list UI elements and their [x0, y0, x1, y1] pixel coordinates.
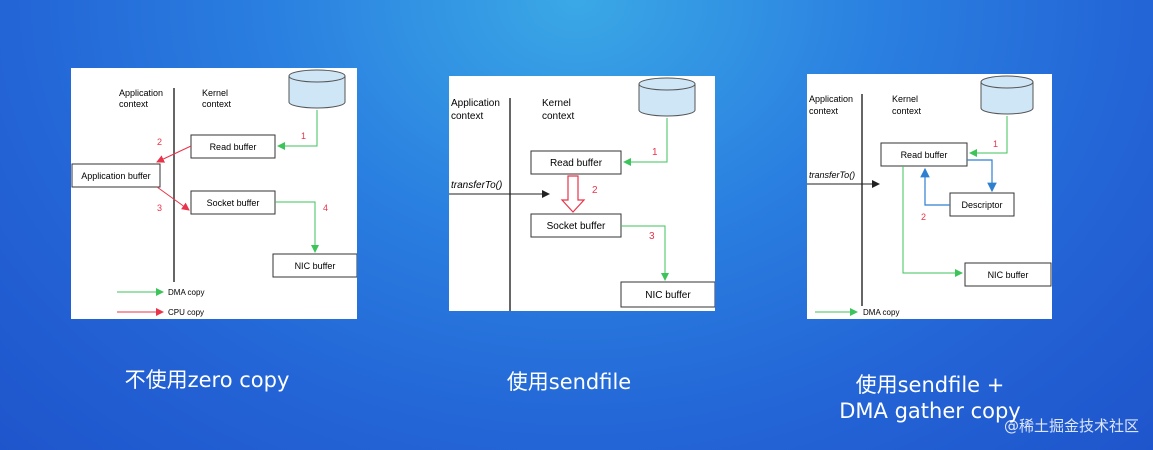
socket-buffer-label: Socket buffer: [207, 198, 260, 208]
diagram-no-zero-copy: Application context Kernel context Read …: [71, 68, 357, 319]
read-buffer-label: Read buffer: [901, 150, 948, 160]
gather-arrow: [920, 167, 950, 206]
descriptor-label: Descriptor: [961, 200, 1002, 210]
app-context-label: Application: [119, 88, 163, 98]
cpu-arrow: [156, 145, 192, 163]
nic-buffer-label: NIC buffer: [295, 261, 336, 271]
nic-buffer-box: [964, 262, 1052, 287]
app-context-label: context: [451, 111, 483, 122]
dma-arrow: [623, 118, 668, 166]
transferto-call-label: transferTo(): [451, 180, 502, 191]
application-buffer-label: Application buffer: [81, 171, 150, 181]
socket-buffer-label: Socket buffer: [547, 221, 606, 232]
kernel-context-label: Kernel: [542, 98, 571, 109]
nic-buffer-label: NIC buffer: [988, 270, 1029, 280]
watermark: @稀土掘金技术社区: [1003, 417, 1139, 435]
read-buffer-label: Read buffer: [210, 142, 257, 152]
legend-dma-label: DMA copy: [168, 288, 204, 297]
read-buffer-box: [880, 142, 968, 167]
dma-arrow: [277, 110, 318, 150]
legend-cpu-label: CPU copy: [168, 308, 204, 317]
kernel-context-label: context: [542, 111, 574, 122]
cpu-arrow: [156, 186, 190, 211]
dma-arrow: [275, 201, 319, 253]
dma-arrow: [902, 166, 963, 277]
nic-buffer-label: NIC buffer: [645, 290, 691, 301]
diagram-sendfile-gather: Application context Kernel context trans…: [807, 74, 1052, 319]
dma-arrow: [621, 225, 669, 281]
transferto-call-label: transferTo(): [809, 170, 855, 180]
legend-dma-label: DMA copy: [863, 308, 899, 317]
step-number: 1: [652, 147, 658, 158]
app-context-label: Application: [451, 98, 500, 109]
caption-sendfile: 使用sendfile: [506, 370, 632, 394]
step-number: 3: [157, 203, 162, 213]
kernel-context-label: context: [202, 99, 232, 109]
diagram-sendfile: Application context Kernel context trans…: [449, 76, 715, 311]
step-number: 2: [157, 137, 162, 147]
cpu-copy-arrow: [560, 175, 586, 213]
descriptor-arrow: [967, 159, 997, 193]
app-context-label: context: [809, 106, 839, 116]
step-number: 2: [921, 212, 926, 222]
caption-sendfile-gather-line1: 使用sendfile +: [855, 373, 1005, 397]
caption-no-zero-copy: 不使用zero copy: [124, 368, 290, 392]
disk-icon: [980, 75, 1034, 115]
step-number: 1: [301, 131, 306, 141]
disk-icon: [638, 77, 696, 117]
step-number: 4: [323, 203, 328, 213]
caption-sendfile-gather-line2: DMA gather copy: [839, 399, 1021, 423]
kernel-context-label: Kernel: [202, 88, 228, 98]
step-number: 2: [592, 185, 598, 196]
nic-buffer-box: [272, 253, 357, 278]
step-number: 1: [993, 139, 998, 149]
step-number: 3: [649, 231, 655, 242]
dma-arrow: [969, 116, 1008, 157]
nic-buffer-box: [620, 281, 715, 308]
kernel-context-label: context: [892, 106, 922, 116]
read-buffer-box: [530, 150, 622, 175]
application-buffer-box: [71, 163, 161, 188]
app-context-label: Application: [809, 94, 853, 104]
app-context-label: context: [119, 99, 149, 109]
kernel-context-label: Kernel: [892, 94, 918, 104]
read-buffer-label: Read buffer: [550, 158, 603, 169]
disk-icon: [288, 69, 346, 109]
